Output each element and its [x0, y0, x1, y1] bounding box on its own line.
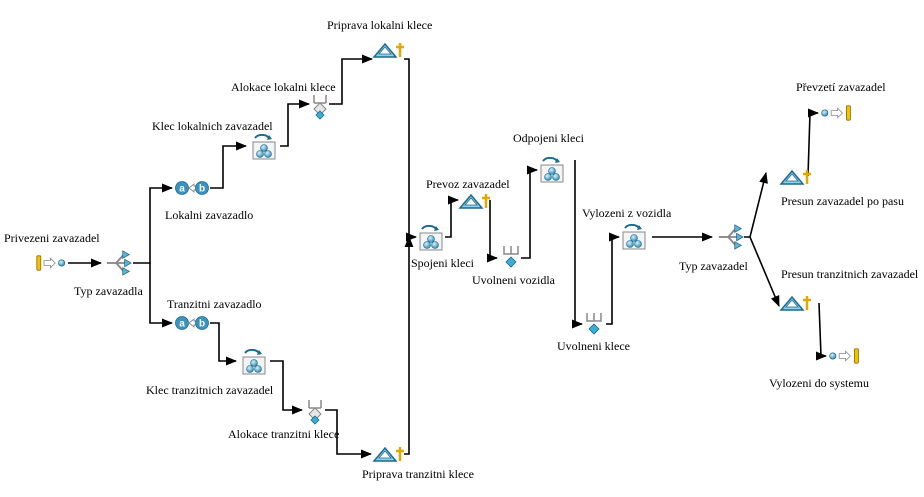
label-release-vehicle: Uvolneni vozidla: [472, 273, 555, 287]
label-unload: Vylozeni z vozidla: [582, 206, 672, 220]
move-icon[interactable]: [372, 445, 406, 463]
label-decide-type: Typ zavazadla: [74, 284, 143, 298]
label-assign-local: Lokalni zavazadlo: [165, 208, 254, 222]
label-seize-transit: Alokace tranzitni klece: [228, 427, 340, 441]
label-move-local: Priprava lokalni klece: [327, 18, 433, 32]
move-icon[interactable]: [779, 294, 813, 312]
seize-icon[interactable]: [308, 399, 322, 425]
label-separate: Odpojeni kleci: [513, 131, 584, 145]
release-icon[interactable]: [503, 245, 519, 268]
move-icon[interactable]: [779, 168, 813, 186]
label-source: Privezeni zavazadel: [4, 231, 100, 245]
sink-icon[interactable]: [821, 105, 851, 121]
assign-icon[interactable]: [175, 316, 209, 330]
label-batch-transit: Klec tranzitnich zavazadel: [146, 383, 274, 397]
label-move-transit2: Presun tranzitnich zavazadel: [781, 267, 919, 281]
move-icon[interactable]: [458, 192, 492, 210]
label-batch-local: Klec lokalnich zavazadel: [152, 119, 273, 133]
label-transport: Prevoz zavazadel: [426, 177, 510, 191]
decide-icon[interactable]: [717, 223, 745, 251]
seize-icon[interactable]: [313, 94, 327, 120]
move-icon[interactable]: [372, 41, 406, 59]
label-sink-takeover: Převzetí zavazadel: [796, 80, 886, 94]
connectors: [68, 54, 828, 459]
decide-icon[interactable]: [105, 249, 133, 277]
batch-icon[interactable]: [242, 349, 266, 375]
batch-icon[interactable]: [622, 224, 646, 250]
assign-icon[interactable]: [175, 181, 209, 195]
label-assign-transit: Tranzitni zavazadlo: [167, 297, 262, 311]
batch-icon[interactable]: [540, 157, 564, 183]
batch-icon[interactable]: [252, 134, 276, 160]
sink-icon[interactable]: [829, 348, 859, 364]
label-seize-local: Alokace lokalni klece: [231, 80, 336, 94]
label-move-belt: Presun zavazadel po pasu: [781, 194, 904, 208]
batch-icon[interactable]: [419, 225, 443, 251]
release-icon[interactable]: [586, 312, 602, 335]
label-sink-system: Vylozeni do systemu: [769, 376, 869, 390]
source-icon[interactable]: [36, 255, 66, 271]
label-move-transit: Priprava tranzitni klece: [362, 467, 474, 481]
label-join-cages: Spojeni kleci: [411, 256, 474, 270]
label-release-cage: Uvolneni klece: [557, 339, 630, 353]
label-decide-bags: Typ zavazadel: [679, 259, 748, 273]
